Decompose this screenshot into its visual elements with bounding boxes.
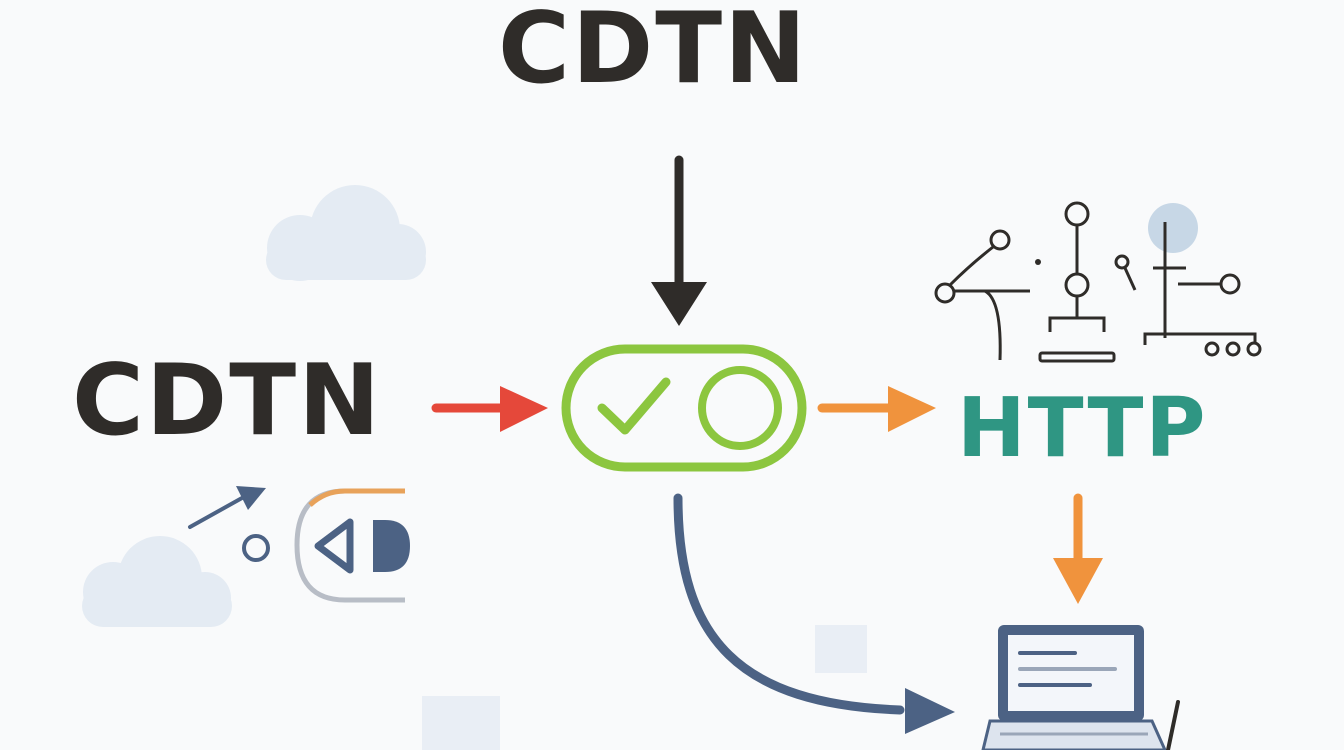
laptop-icon (981, 625, 1180, 750)
ad-logo-icon (294, 488, 410, 603)
arrow-small-navy (188, 486, 266, 529)
node-circle (242, 534, 270, 562)
source-label: CDTN (72, 344, 383, 458)
network-nodes-icon (934, 201, 1262, 363)
arrow-down-orange (1053, 493, 1103, 604)
decor-square (815, 625, 867, 673)
cloud-icon (82, 536, 232, 627)
diagram-title: CDTN (498, 0, 809, 106)
arrow-right-orange (817, 386, 936, 432)
arrow-curve-navy (673, 493, 955, 734)
arrow-right-red (431, 386, 548, 432)
http-label: HTTP (957, 381, 1208, 476)
arrow-down-dark (651, 155, 707, 326)
decor-square (422, 696, 500, 750)
cloud-icon (266, 185, 426, 281)
toggle-check-icon (561, 344, 807, 472)
